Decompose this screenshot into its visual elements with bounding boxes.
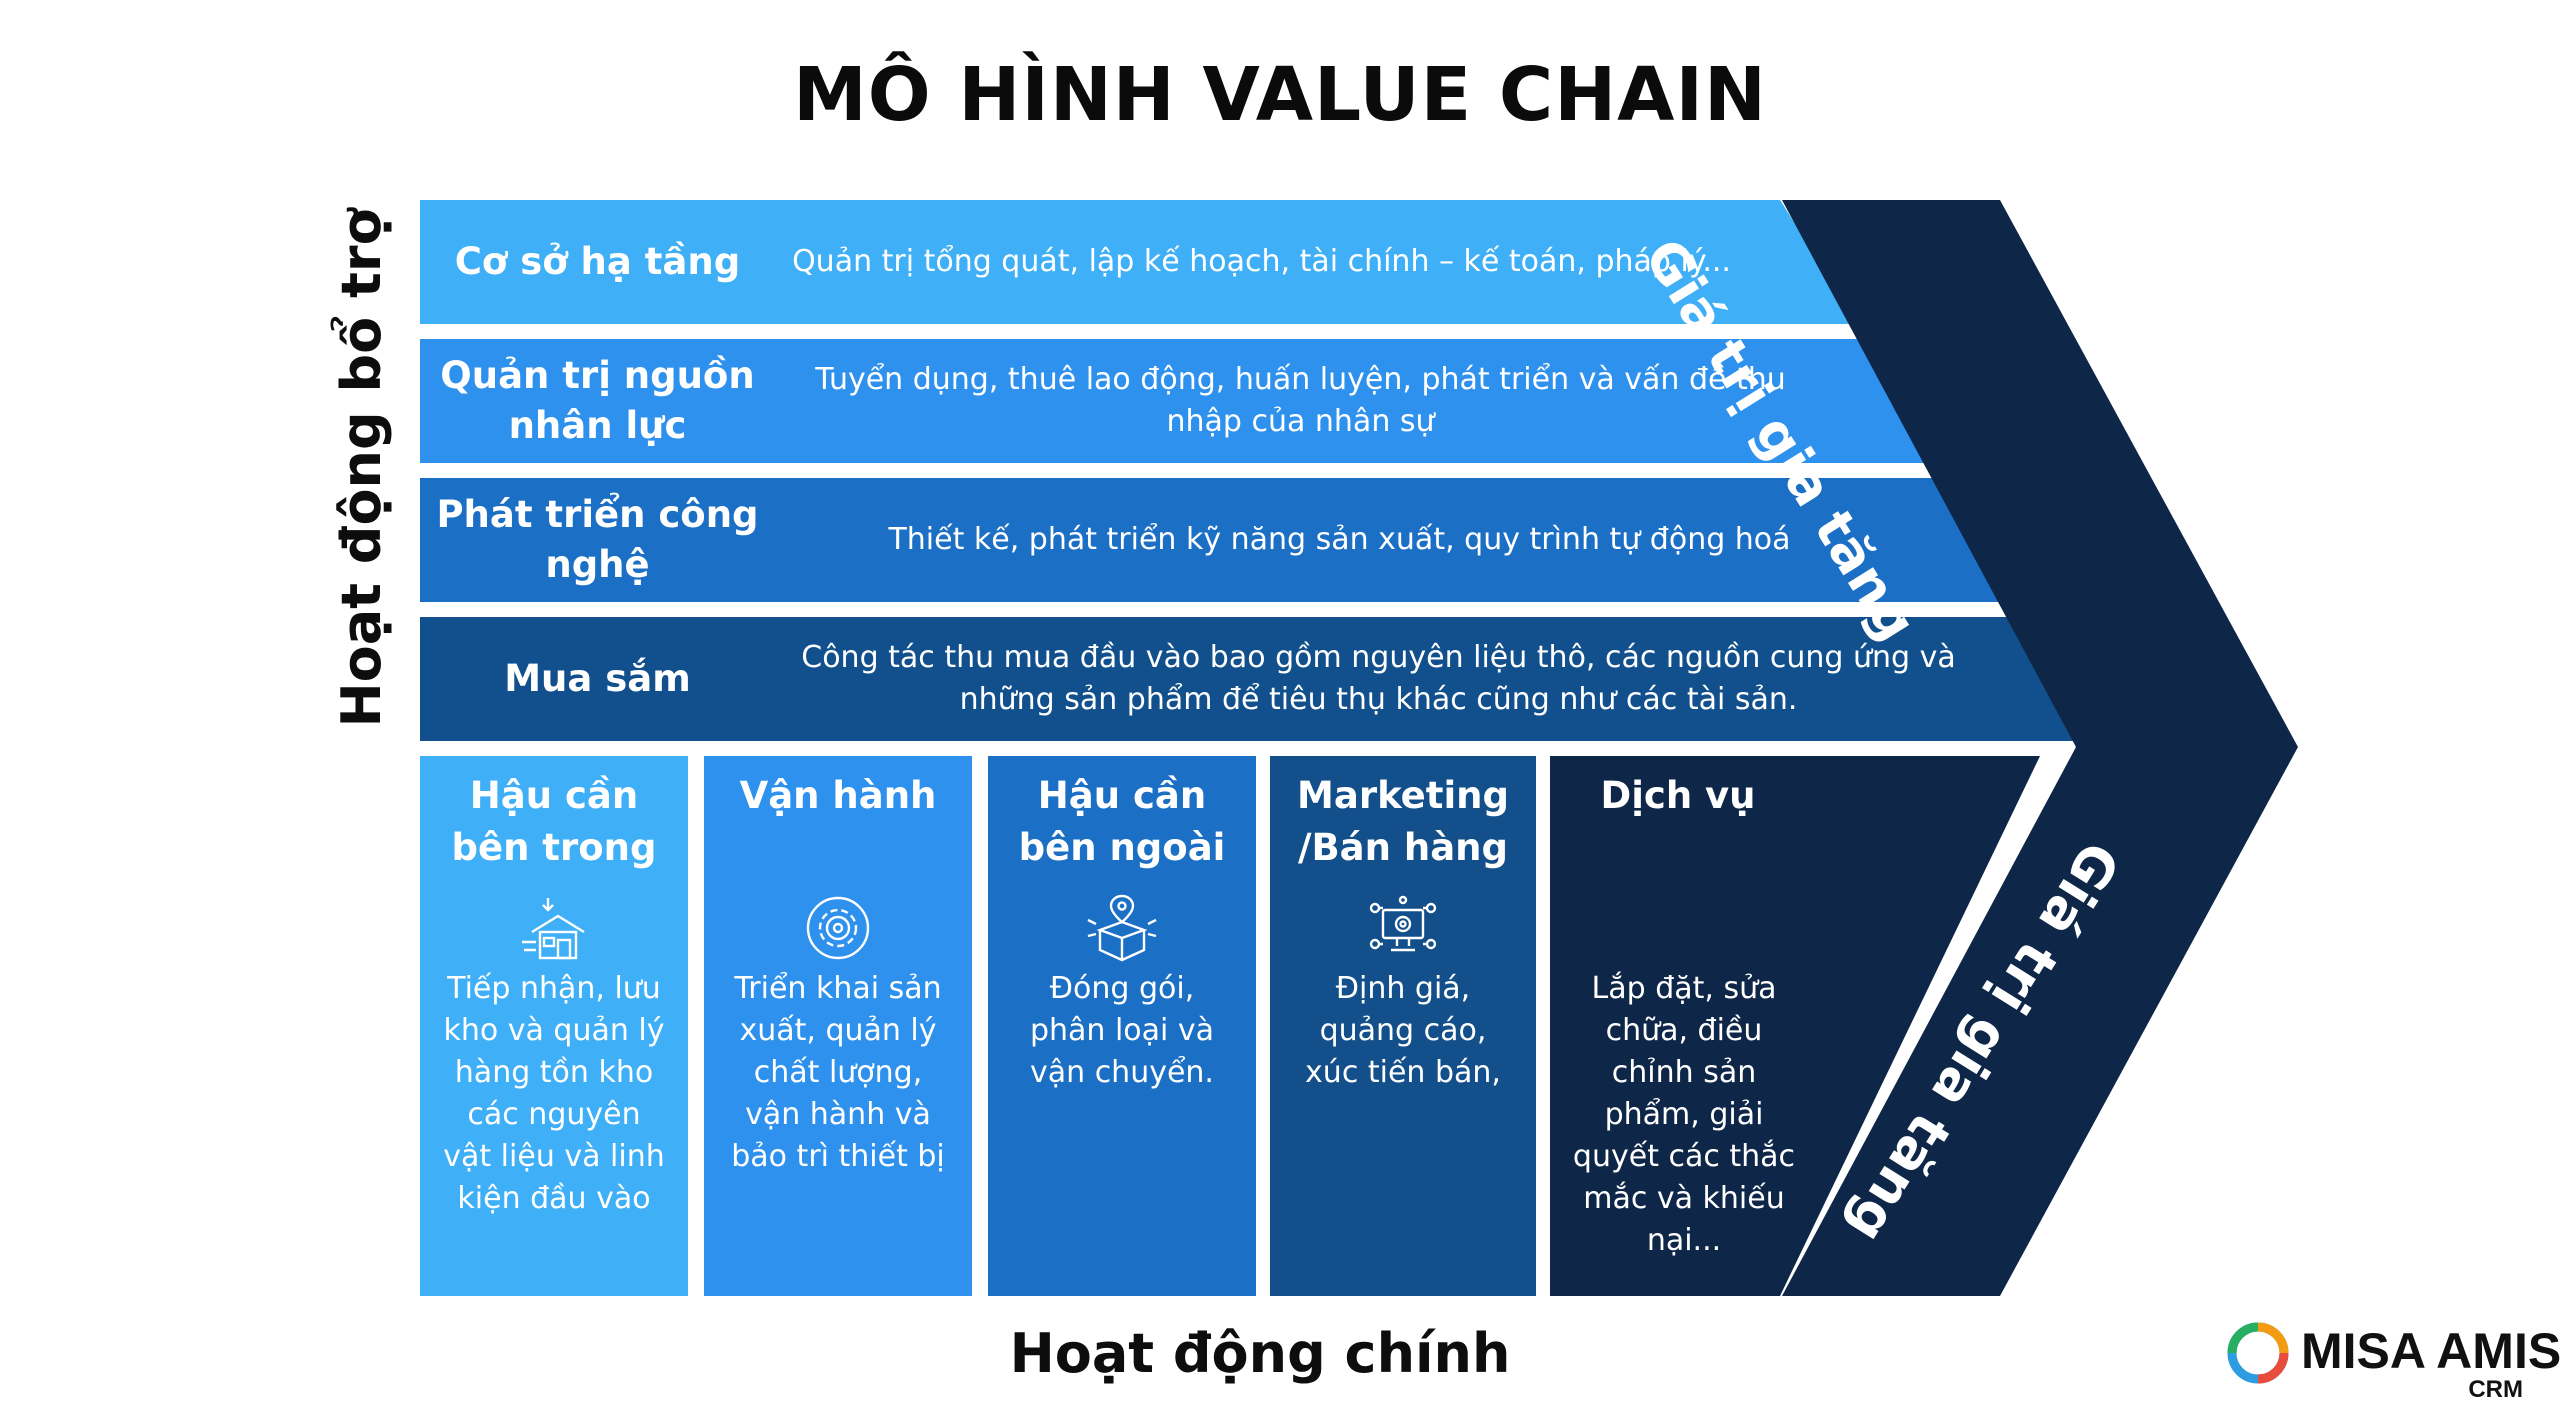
primary-col-operations: Vận hành Triển khai sản xuất, quản lý ch… [704,756,972,1296]
primary-col-description: Tiếp nhận, lưu kho và quản lý hàng tồn k… [443,971,665,1216]
gear-icon [806,896,870,960]
support-row-description: Tuyển dụng, thuê lao động, huấn luyện, p… [815,362,1786,439]
primary-col-description: Đóng gói, phân loại và vận chuyển. [1029,971,1215,1090]
primary-col-title: Marketing /Bán hàng [1297,774,1509,869]
misa-amis-logo: MISA AMIS CRM [2225,1320,2560,1406]
primary-col-inbound-logistics: Hậu cần bên trong Tiếp nhận, lưu kho và … [420,756,688,1296]
support-row-description: Công tác thu mua đầu vào bao gồm nguyên … [801,640,1956,717]
warehouse-icon [522,898,585,960]
logo-sub: CRM [2468,1376,2523,1403]
support-row-title: Quản trị nguồn nhân lực [440,354,755,447]
support-row-technology: Phát triển công nghệ Thiết kế, phát triể… [420,478,2014,602]
marketing-icon [1369,895,1437,952]
support-row-procurement: Mua sắm Công tác thu mua đầu vào bao gồm… [420,617,2092,741]
primary-activities-label: Hoạt động chính [1009,1322,1511,1385]
support-row-description: Thiết kế, phát triển kỹ năng sản xuất, q… [888,522,1791,557]
primary-col-title: Dịch vụ [1600,774,1756,817]
value-added-label-lower: Giá trị gia tăng [1834,830,2132,1254]
primary-col-description: Định giá, quảng cáo, xúc tiến bán, [1305,971,1501,1090]
primary-col-title: Hậu cần bên ngoài [1018,774,1226,869]
delivery-box-icon [1087,894,1157,962]
primary-col-description: Triển khai sản xuất, quản lý chất lượng,… [731,971,945,1174]
support-row-title: Mua sắm [504,657,691,700]
logo-name: MISA AMIS [2301,1323,2560,1379]
primary-col-marketing-sales: Marketing /Bán hàng Định giá, quảng cáo,… [1270,756,1536,1296]
page-title: MÔ HÌNH VALUE CHAIN [793,52,1767,138]
misa-logo-icon [2227,1322,2289,1384]
support-row-description: Quản trị tổng quát, lập kế hoạch, tài ch… [792,244,1731,279]
support-row-title: Phát triển công nghệ [436,493,759,586]
support-row-infrastructure: Cơ sở hạ tầng Quản trị tổng quát, lập kế… [420,200,1858,324]
support-row-title: Cơ sở hạ tầng [454,240,741,283]
primary-col-service: Dịch vụ Lắp đặt, sửa chữa, điều chỉnh sả… [1550,756,1818,1296]
primary-col-outbound-logistics: Hậu cần bên ngoài Đóng gói, phân loại và… [988,756,1256,1296]
primary-col-description: Lắp đặt, sửa chữa, điều chỉnh sản phẩm, … [1572,971,1796,1258]
support-row-hr: Quản trị nguồn nhân lực Tuyển dụng, thuê… [420,339,1936,463]
support-activities-label: Hoạt động bổ trợ [330,208,393,728]
primary-col-title: Vận hành [739,774,937,817]
primary-col-title: Hậu cần bên trong [451,774,657,869]
